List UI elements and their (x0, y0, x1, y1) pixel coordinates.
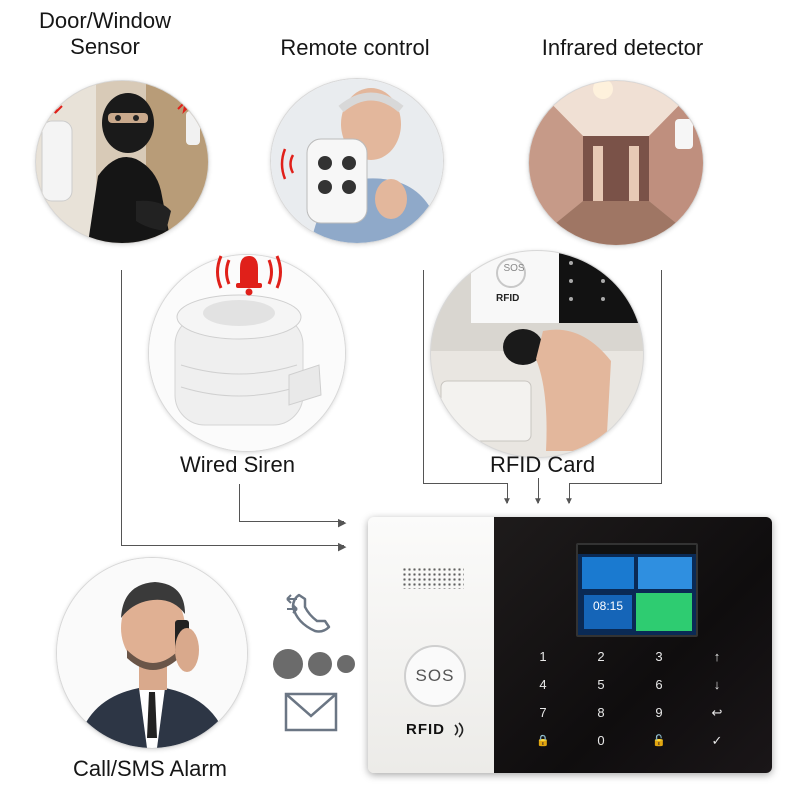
rfid-label: RFID (406, 721, 445, 738)
infrared-detector-label: Infrared detector (541, 35, 704, 60)
keypad-key-5[interactable]: 5 (597, 677, 605, 692)
arrow-right-icon: ▶ (338, 517, 347, 529)
rfid-card-image (430, 250, 644, 458)
hub-white-panel: SOS RFID (368, 517, 494, 773)
arrow-down-icon: ▼ (533, 496, 543, 507)
keypad-key-0[interactable]: 0 (597, 733, 605, 748)
screen-tile (582, 557, 634, 589)
rfid-wave-icon (452, 721, 470, 739)
keypad-key-back[interactable]: ↩ (711, 705, 723, 720)
connector-line (507, 483, 508, 503)
connector-line (423, 270, 424, 484)
connector-line (239, 521, 344, 522)
envelope-icon (282, 690, 340, 734)
rfid-card-label: RFID Card (489, 452, 596, 477)
signal-dots-icon (272, 646, 358, 682)
alarm-bell-icon (214, 250, 284, 296)
keypad-key-disarm[interactable]: 🔓 (652, 735, 666, 747)
door-window-sensor-label: Door/Window Sensor (38, 8, 172, 60)
door-window-sensor-image (35, 80, 209, 244)
keypad-key-arm[interactable]: 🔒 (536, 735, 550, 747)
keypad-key-down[interactable]: ↓ (713, 677, 721, 692)
hub-display-screen: 08:15 (576, 543, 698, 637)
keypad-key-2[interactable]: 2 (597, 649, 605, 664)
connector-line (569, 483, 662, 484)
wired-siren-label: Wired Siren (180, 452, 295, 477)
keypad-key-4[interactable]: 4 (539, 677, 547, 692)
sos-button[interactable]: SOS (404, 645, 466, 707)
keypad-key-confirm[interactable]: ✓ (711, 733, 723, 748)
remote-control-image (270, 78, 444, 244)
connector-line (121, 270, 122, 546)
connector-line (538, 478, 539, 503)
keypad-key-6[interactable]: 6 (655, 677, 663, 692)
connector-line (121, 545, 344, 546)
connector-line (423, 483, 508, 484)
remote-control-label: Remote control (280, 35, 430, 60)
arrow-right-icon: ▶ (338, 541, 347, 553)
infrared-detector-image (528, 80, 704, 246)
screen-tile (636, 593, 692, 631)
arrow-down-icon: ▼ (564, 496, 574, 507)
speaker-grille (402, 567, 464, 589)
call-sms-alarm-label: Call/SMS Alarm (72, 756, 228, 781)
rfid-card-sos-mark: SOS (503, 263, 525, 274)
screen-time: 08:15 (584, 595, 632, 629)
screen-tile (638, 557, 692, 589)
phone-icon (283, 585, 339, 641)
connector-line (569, 483, 570, 503)
keypad-key-3[interactable]: 3 (655, 649, 663, 664)
keypad-key-up[interactable]: ↑ (713, 649, 721, 664)
wired-siren-image (148, 254, 346, 452)
keypad-key-1[interactable]: 1 (539, 649, 547, 664)
keypad-key-9[interactable]: 9 (655, 705, 663, 720)
connector-line (661, 270, 662, 484)
alarm-hub-panel: SOS RFID 08:15 1 2 3 ↑ 4 5 6 ↓ 7 8 9 ↩ 🔒… (368, 517, 772, 773)
keypad-key-8[interactable]: 8 (597, 705, 605, 720)
arrow-down-icon: ▼ (502, 496, 512, 507)
keypad-key-7[interactable]: 7 (539, 705, 547, 720)
rfid-card-rfid-mark: RFID (496, 293, 520, 304)
connector-line (239, 484, 240, 522)
call-sms-alarm-image (56, 557, 248, 749)
